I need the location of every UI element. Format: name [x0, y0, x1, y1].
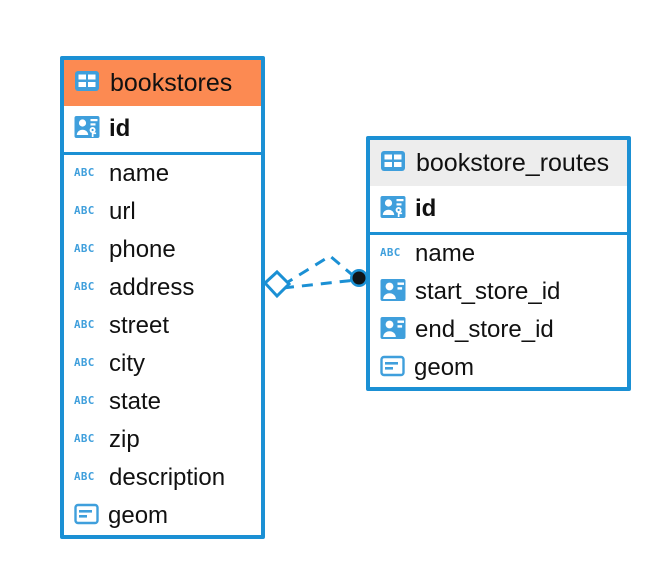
field-row-id[interactable]: id — [64, 106, 261, 152]
entity-title: bookstore_routes — [416, 148, 610, 177]
field-row-zip[interactable]: ABC zip — [64, 421, 261, 459]
field-row-name[interactable]: ABC name — [370, 235, 627, 273]
field-row-state[interactable]: ABC state — [64, 383, 261, 421]
svg-text:ABC: ABC — [74, 279, 95, 292]
field-label: geom — [108, 502, 169, 529]
entity-header-bookstore-routes[interactable]: bookstore_routes — [370, 140, 627, 186]
field-label: url — [109, 198, 136, 225]
primary-key-divider — [64, 152, 261, 155]
svg-text:ABC: ABC — [74, 393, 95, 406]
field-label: address — [109, 274, 195, 301]
geometry-type-icon — [380, 355, 405, 382]
primary-key-divider — [370, 232, 627, 235]
field-row-geom[interactable]: geom — [370, 349, 627, 387]
field-label: id — [415, 195, 437, 222]
foreign-key-icon — [380, 316, 406, 345]
field-row-name[interactable]: ABC name — [64, 155, 261, 193]
field-row-phone[interactable]: ABC phone — [64, 231, 261, 269]
field-label: id — [109, 115, 131, 142]
field-row-address[interactable]: ABC address — [64, 269, 261, 307]
field-label: name — [415, 240, 476, 267]
text-type-icon: ABC — [74, 316, 100, 337]
field-row-city[interactable]: ABC city — [64, 345, 261, 383]
svg-text:ABC: ABC — [380, 245, 401, 258]
svg-text:ABC: ABC — [74, 317, 95, 330]
field-label: description — [109, 464, 226, 491]
entity-table-bookstore-routes[interactable]: bookstore_routes id — [366, 136, 631, 391]
relationship-line-upper[interactable] — [282, 254, 357, 287]
field-list-bookstores: ABC name ABC url ABC p — [64, 155, 261, 535]
foreign-key-icon — [380, 278, 406, 307]
text-type-icon: ABC — [74, 354, 100, 375]
field-label: city — [109, 350, 145, 377]
primary-key-icon — [380, 195, 406, 224]
field-row-geom[interactable]: geom — [64, 497, 261, 535]
entity-table-bookstores[interactable]: bookstores id — [60, 56, 265, 539]
field-label: zip — [109, 426, 140, 453]
text-type-icon: ABC — [74, 430, 100, 451]
field-list-bookstore-routes: ABC name start_store_id — [370, 235, 627, 387]
field-label: name — [109, 160, 170, 187]
field-row-id[interactable]: id — [370, 186, 627, 232]
field-row-url[interactable]: ABC url — [64, 193, 261, 231]
field-row-description[interactable]: ABC description — [64, 459, 261, 497]
svg-text:ABC: ABC — [74, 241, 95, 254]
table-icon — [74, 70, 100, 97]
text-type-icon: ABC — [380, 244, 406, 265]
geometry-type-icon — [74, 503, 99, 530]
svg-text:ABC: ABC — [74, 431, 95, 444]
relationship-line-lower[interactable] — [282, 278, 357, 290]
field-label: state — [109, 388, 162, 415]
field-label: street — [109, 312, 170, 339]
table-icon — [380, 150, 406, 177]
entity-header-bookstores[interactable]: bookstores — [64, 60, 261, 106]
field-label: geom — [414, 354, 475, 381]
field-label: start_store_id — [415, 278, 561, 305]
text-type-icon: ABC — [74, 240, 100, 261]
svg-text:ABC: ABC — [74, 165, 95, 178]
text-type-icon: ABC — [74, 278, 100, 299]
text-type-icon: ABC — [74, 164, 100, 185]
svg-text:ABC: ABC — [74, 355, 95, 368]
field-row-start-store-id[interactable]: start_store_id — [370, 273, 627, 311]
field-row-street[interactable]: ABC street — [64, 307, 261, 345]
text-type-icon: ABC — [74, 392, 100, 413]
field-label: end_store_id — [415, 316, 554, 343]
svg-text:ABC: ABC — [74, 469, 95, 482]
text-type-icon: ABC — [74, 202, 100, 223]
svg-text:ABC: ABC — [74, 203, 95, 216]
rhombus-open-marker[interactable] — [262, 269, 292, 299]
entity-title: bookstores — [110, 68, 233, 97]
primary-key-icon — [74, 115, 100, 144]
field-label: phone — [109, 236, 176, 263]
text-type-icon: ABC — [74, 468, 100, 489]
field-row-end-store-id[interactable]: end_store_id — [370, 311, 627, 349]
